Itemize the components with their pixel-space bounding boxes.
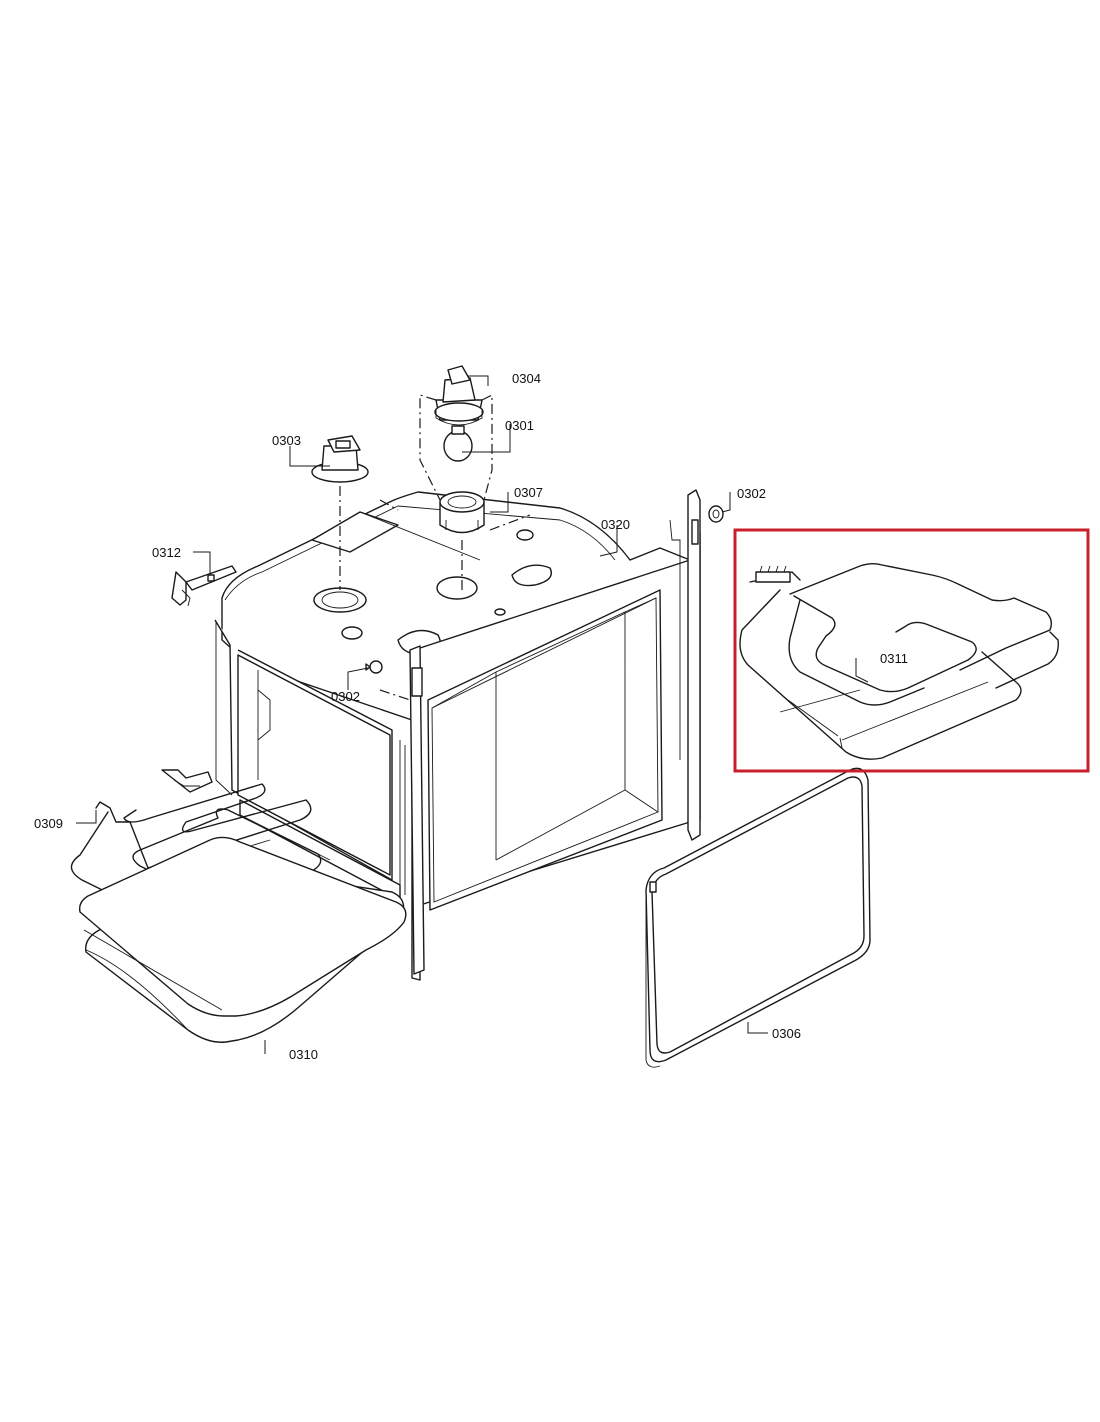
upper-grill-element bbox=[739, 563, 1059, 760]
insulation-mat bbox=[78, 836, 407, 1043]
part-label-0320: 0320 bbox=[601, 517, 630, 532]
part-label-0302-lower: 0302 bbox=[331, 689, 360, 704]
part-label-0310: 0310 bbox=[289, 1047, 318, 1062]
leader-lines bbox=[76, 375, 869, 1054]
part-label-0309: 0309 bbox=[34, 816, 63, 831]
door-gasket bbox=[645, 767, 871, 1068]
oven-bracket-clip bbox=[171, 565, 237, 607]
oven-rail-glide-right bbox=[708, 505, 724, 523]
oven-lamp-socket bbox=[439, 491, 485, 534]
part-label-0312: 0312 bbox=[152, 545, 181, 560]
part-label-0304: 0304 bbox=[512, 371, 541, 386]
part-label-0307: 0307 bbox=[514, 485, 543, 500]
assembly-dash-lines bbox=[339, 394, 531, 701]
oven-cavity-body bbox=[214, 489, 701, 981]
highlight-box-0311 bbox=[733, 528, 1090, 773]
part-label-0301: 0301 bbox=[505, 418, 534, 433]
oven-lamp-bulb bbox=[443, 425, 473, 462]
part-label-0302-upper: 0302 bbox=[737, 486, 766, 501]
part-label-0311: 0311 bbox=[880, 651, 908, 666]
oven-thermostat-housing bbox=[311, 435, 369, 483]
oven-lamp-holder bbox=[434, 365, 484, 426]
part-label-0303: 0303 bbox=[272, 433, 301, 448]
part-label-0306: 0306 bbox=[772, 1026, 801, 1041]
